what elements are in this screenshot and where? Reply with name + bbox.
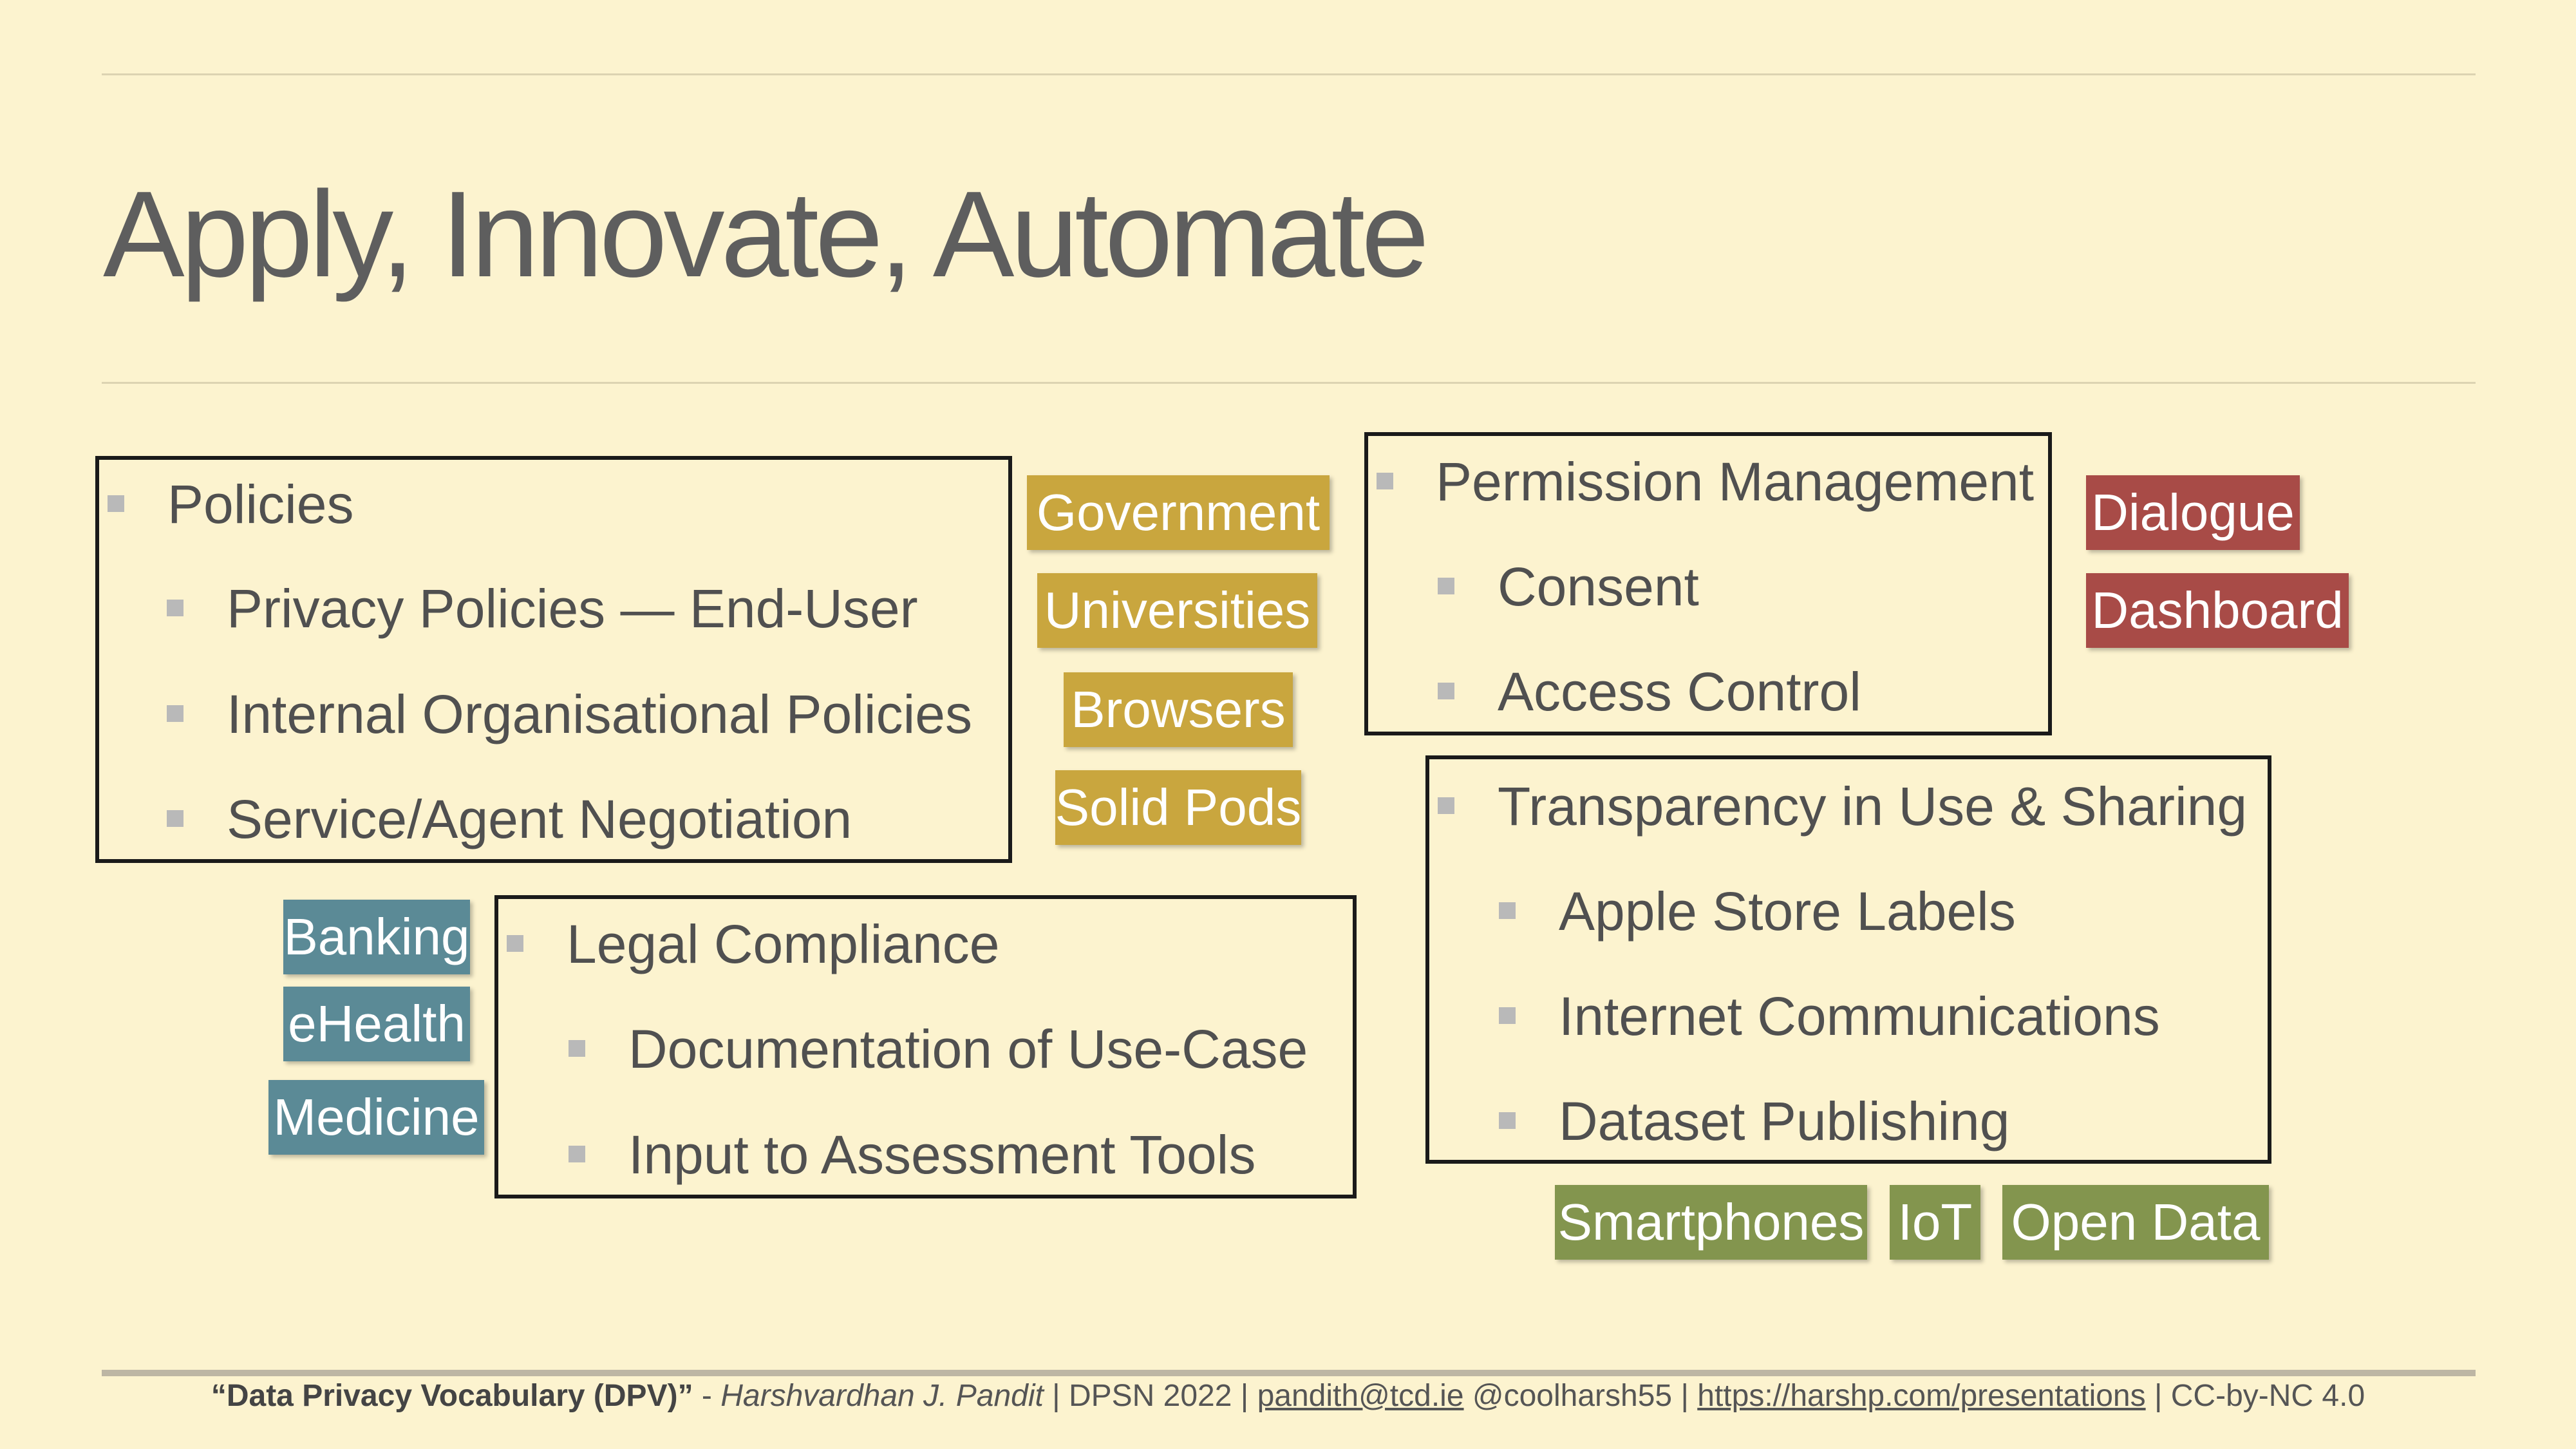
tag-smartphones: Smartphones: [1555, 1185, 1867, 1260]
bullet-icon: [1377, 473, 1393, 489]
tag-universities: Universities: [1037, 573, 1317, 648]
transparency-item: Apple Store Labels: [1559, 881, 2016, 942]
tag-browsers: Browsers: [1064, 672, 1293, 747]
bullet-icon: [167, 600, 183, 616]
footer-handle: @coolharsh55 |: [1463, 1379, 1698, 1413]
bullet-icon: [1438, 683, 1454, 699]
tag-ehealth: eHealth: [283, 987, 470, 1061]
policies-item: Service/Agent Negotiation: [227, 789, 852, 849]
tag-dialogue: Dialogue: [2086, 475, 2300, 550]
top-rule: [102, 73, 2476, 75]
footer-url-link[interactable]: https://harshp.com/presentations: [1697, 1379, 2146, 1413]
footer-rule: [102, 1370, 2476, 1376]
permission-heading: Permission Management: [1436, 451, 2035, 512]
tag-solid-pods: Solid Pods: [1055, 770, 1301, 845]
tag-open-data: Open Data: [2002, 1185, 2269, 1260]
legal-box: [494, 895, 1357, 1198]
tag-medicine: Medicine: [268, 1080, 484, 1155]
policies-box: [95, 456, 1012, 863]
bullet-icon: [569, 1040, 585, 1057]
bullet-icon: [1438, 797, 1454, 814]
policies-item: Internal Organisational Policies: [227, 684, 972, 744]
policies-item: Privacy Policies — End-User: [227, 578, 918, 639]
footer: “Data Privacy Vocabulary (DPV)” - Harshv…: [0, 1378, 2576, 1414]
footer-separator: -: [693, 1379, 721, 1413]
bullet-icon: [108, 495, 124, 512]
transparency-item: Dataset Publishing: [1559, 1091, 2010, 1151]
bullet-icon: [1499, 1007, 1516, 1024]
bullet-icon: [1438, 578, 1454, 594]
tag-dashboard: Dashboard: [2086, 573, 2349, 648]
bullet-icon: [569, 1146, 585, 1162]
tag-banking: Banking: [283, 900, 470, 974]
title-rule: [102, 382, 2476, 384]
slide-title: Apply, Innovate, Automate: [103, 166, 1429, 303]
transparency-heading: Transparency in Use & Sharing: [1498, 776, 2248, 837]
policies-heading: Policies: [167, 474, 354, 535]
permission-item: Consent: [1498, 556, 1699, 617]
transparency-box: [1425, 755, 2271, 1164]
legal-heading: Legal Compliance: [567, 914, 1000, 974]
bullet-icon: [167, 810, 183, 827]
permission-item: Access Control: [1498, 661, 1861, 722]
bullet-icon: [1499, 1112, 1516, 1129]
bullet-icon: [507, 935, 523, 952]
transparency-item: Internet Communications: [1559, 986, 2160, 1046]
bullet-icon: [167, 705, 183, 722]
footer-event: | DPSN 2022 |: [1043, 1379, 1257, 1413]
tag-government: Government: [1027, 475, 1330, 550]
permission-box: [1364, 432, 2052, 735]
tag-iot: IoT: [1890, 1185, 1980, 1260]
footer-author: Harshvardhan J. Pandit: [720, 1379, 1044, 1413]
bullet-icon: [1499, 902, 1516, 919]
footer-email-link[interactable]: pandith@tcd.ie: [1257, 1379, 1464, 1413]
legal-item: Input to Assessment Tools: [628, 1124, 1256, 1185]
footer-license: | CC-by-NC 4.0: [2145, 1379, 2365, 1413]
legal-item: Documentation of Use-Case: [628, 1019, 1308, 1079]
footer-talk-title: “Data Privacy Vocabulary (DPV)”: [211, 1379, 693, 1413]
